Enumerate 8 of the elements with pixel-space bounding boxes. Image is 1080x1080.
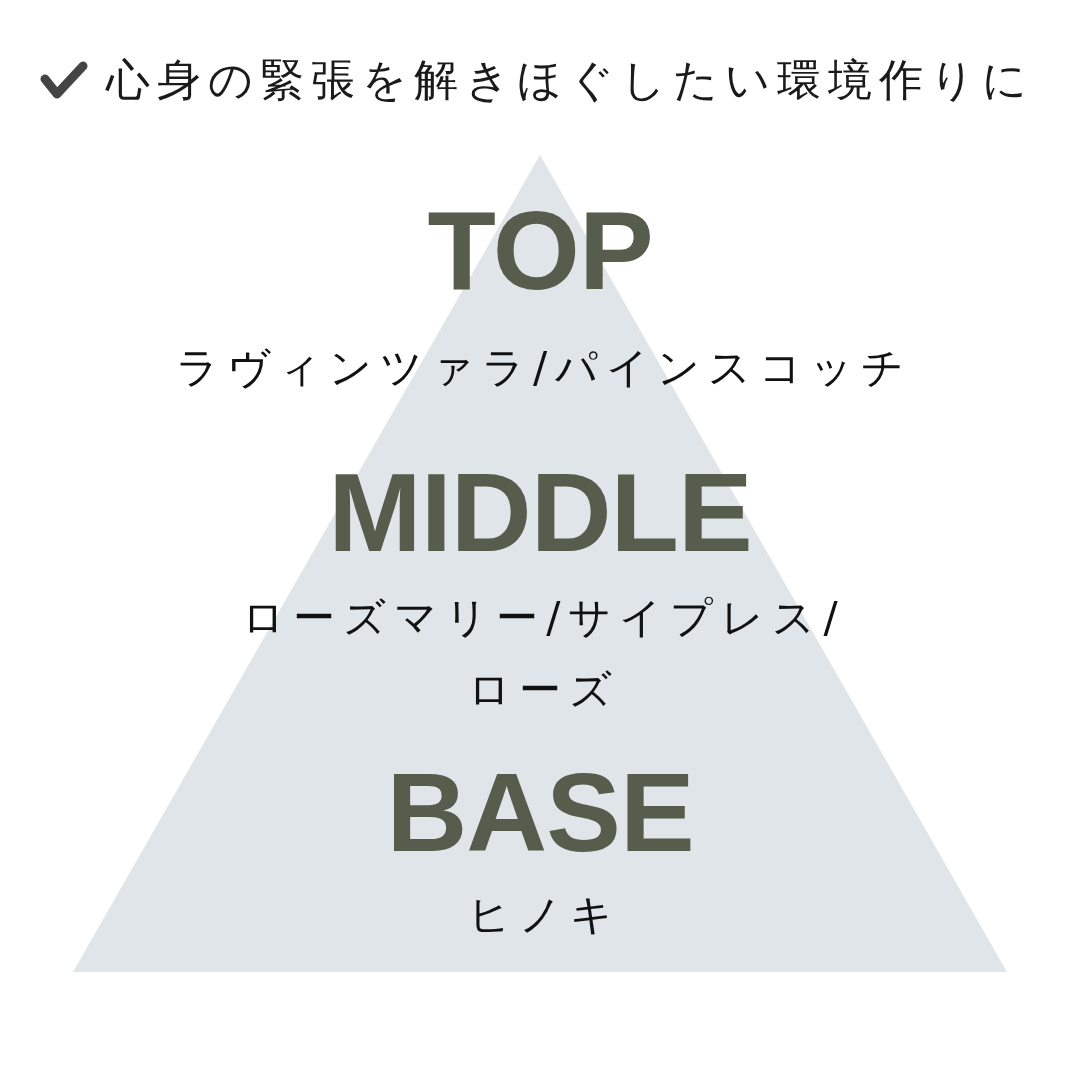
title: 心身の緊張を解きほぐしたい環境作りに bbox=[106, 53, 1034, 107]
tier-heading: TOP bbox=[427, 195, 653, 307]
pyramid-triangle bbox=[73, 155, 1007, 972]
note-list: ローズマリー/サイプレス/ローズ bbox=[227, 582, 853, 726]
tier-heading: MIDDLE bbox=[328, 457, 752, 569]
note-list: ヒノキ bbox=[240, 879, 840, 951]
tier-heading: BASE bbox=[386, 757, 694, 869]
note-list: ラヴィンツァラ/パインスコッチ bbox=[120, 332, 960, 404]
